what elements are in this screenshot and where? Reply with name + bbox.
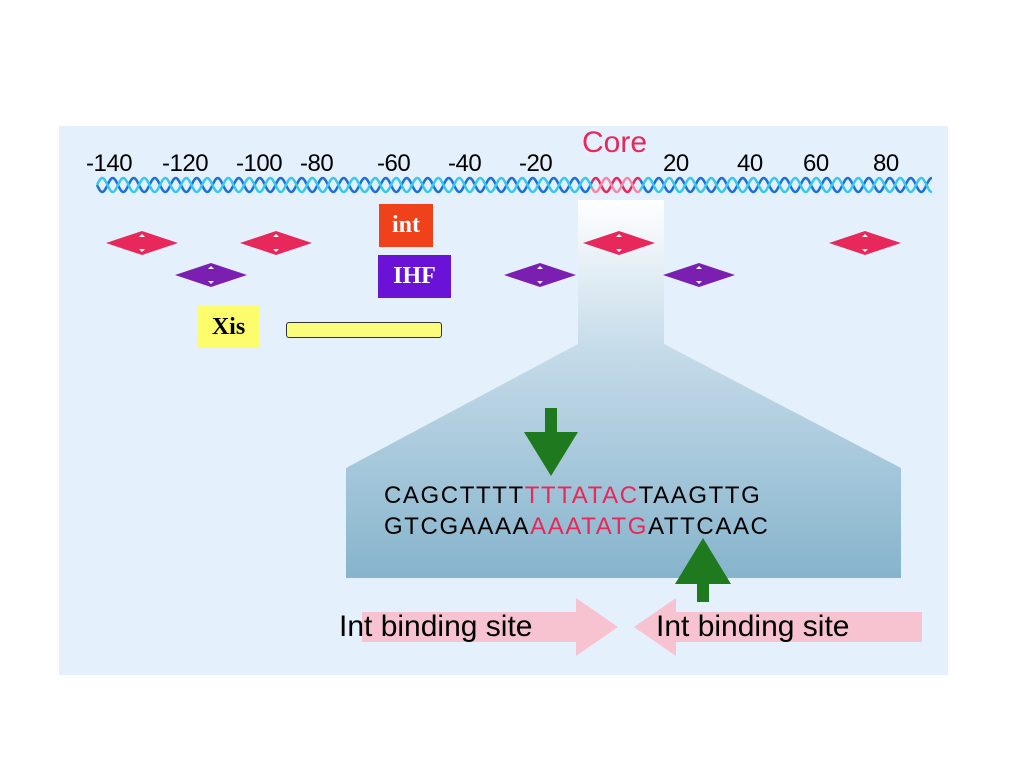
int-binding-site-arrow-right xyxy=(362,598,618,656)
int-binding-sites xyxy=(106,231,901,255)
dna-strand-0-1 xyxy=(95,176,594,194)
ihf-site-marker xyxy=(504,263,576,287)
ihf-site-marker xyxy=(663,263,735,287)
scale-label-60: 60 xyxy=(803,150,829,177)
int-site-marker xyxy=(240,231,312,255)
sequence-bottom-right: ATTCAAC xyxy=(648,513,770,540)
dna-strand-2-1 xyxy=(638,176,933,194)
cleavage-arrow-bottom xyxy=(675,538,731,602)
ihf-site-marker xyxy=(175,263,247,287)
xis-legend-box: Xis xyxy=(198,306,259,348)
scale-label-minus-60: -60 xyxy=(377,150,411,177)
scale-label-minus-120: -120 xyxy=(162,150,209,177)
sequence-top-strand: CAGCTTTTTTTATACTAAGTTG xyxy=(384,482,761,510)
dna-strand-0-0 xyxy=(95,176,594,194)
scale-label-minus-140: -140 xyxy=(86,150,133,177)
scale-label-80: 80 xyxy=(873,150,899,177)
int-binding-site-label-left: Int binding site xyxy=(339,610,533,643)
core-label: Core xyxy=(582,126,648,159)
int-binding-site-arrow-left xyxy=(634,598,922,656)
scale-label-20: 20 xyxy=(663,150,689,177)
core-zoom-column xyxy=(578,200,664,345)
sequence-top-left: CAGCTTTT xyxy=(384,482,525,509)
ihf-legend-box: IHF xyxy=(378,255,451,298)
sequence-bottom-left: GTCGAAAA xyxy=(384,513,531,540)
scale-label-40: 40 xyxy=(737,150,763,177)
cleavage-arrow-top xyxy=(524,408,578,476)
scale-label-minus-20: -20 xyxy=(519,150,553,177)
int-site-marker xyxy=(583,231,655,255)
int-binding-site-label-right: Int binding site xyxy=(656,610,850,643)
scale-label-minus-40: -40 xyxy=(448,150,482,177)
sequence-bottom-strand: GTCGAAAAAAATATGATTCAAC xyxy=(384,513,770,541)
sequence-top-right: TAAGTTG xyxy=(638,482,762,509)
core-zoom-funnel xyxy=(346,344,901,578)
dna-strand-2-0 xyxy=(638,176,933,194)
int-site-marker xyxy=(829,231,901,255)
sequence-bottom-core: AAATATG xyxy=(530,513,649,540)
sequence-top-core: TTTATAC xyxy=(524,482,639,509)
xis-binding-region xyxy=(286,322,442,338)
scale-label-minus-80: -80 xyxy=(300,150,334,177)
scale-label-minus-100: -100 xyxy=(236,150,283,177)
int-site-marker xyxy=(106,231,178,255)
dna-helix xyxy=(95,176,933,194)
int-legend-box: int xyxy=(379,204,433,247)
dna-strand-1-1 xyxy=(590,176,641,194)
ihf-binding-sites xyxy=(175,263,735,287)
